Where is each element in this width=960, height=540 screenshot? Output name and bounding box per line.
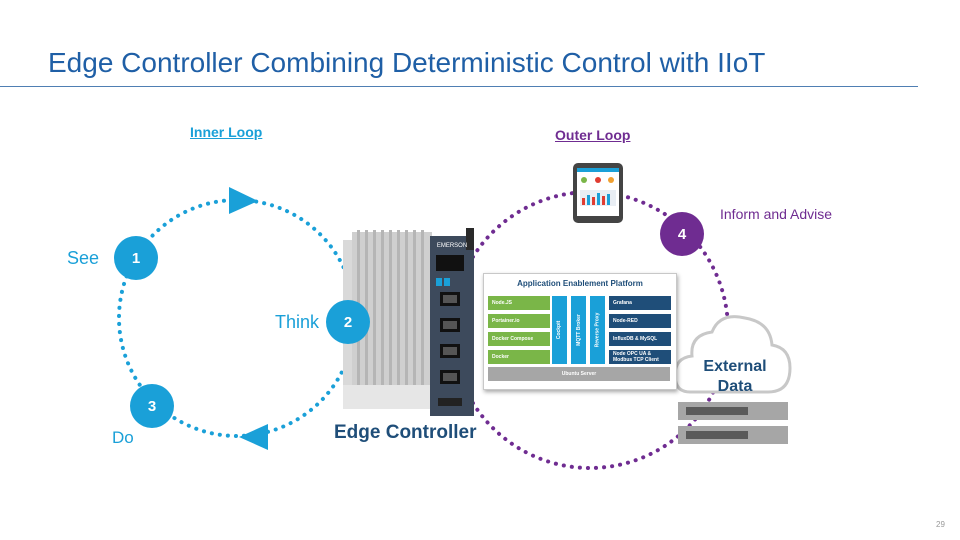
server-rack-icon xyxy=(678,402,788,444)
step-3-badge: 3 xyxy=(130,384,174,428)
tablet-icon xyxy=(573,163,623,223)
external-data-label: External Data xyxy=(690,357,780,397)
external-data-line-2: Data xyxy=(717,378,753,395)
step-4-badge: 4 xyxy=(660,212,704,256)
outer-loop-heading: Outer Loop xyxy=(555,127,631,143)
slide-title: Edge Controller Combining Deterministic … xyxy=(48,47,766,78)
platform-item: Portainer.io xyxy=(488,314,550,328)
application-enablement-platform: Application Enablement Platform Node.JS … xyxy=(483,273,677,390)
page-number: 29 xyxy=(936,520,945,529)
platform-item: Docker Compose xyxy=(488,332,550,346)
see-label: See xyxy=(67,248,100,268)
platform-item: Node-RED xyxy=(609,314,671,328)
platform-title: Application Enablement Platform xyxy=(517,279,643,288)
inner-loop-heading: Inner Loop xyxy=(190,124,263,140)
platform-item: Grafana xyxy=(609,296,671,310)
device-brand-label: EMERSON xyxy=(437,243,467,249)
platform-base: Ubuntu Server xyxy=(488,367,670,381)
platform-item-vertical: Reverse Proxy xyxy=(590,296,605,364)
external-data-line-1: External xyxy=(703,358,767,375)
edge-controller-label: Edge Controller xyxy=(334,422,477,443)
platform-item: InfluxDB & MySQL xyxy=(609,332,671,346)
platform-item: Node.JS xyxy=(488,296,550,310)
platform-item-vertical: Cockpit xyxy=(552,296,567,364)
do-label: Do xyxy=(112,428,134,447)
title-divider xyxy=(0,86,918,87)
step-2-badge: 2 xyxy=(326,300,370,344)
inform-advise-label: Inform and Advise xyxy=(720,206,833,222)
platform-item: Node OPC UA & Modbus TCP Client xyxy=(609,350,671,364)
think-label: Think xyxy=(275,312,320,332)
step-1-badge: 1 xyxy=(114,236,158,280)
inner-top-arrow-icon xyxy=(229,187,258,214)
platform-item-vertical: MQTT Broker xyxy=(571,296,586,364)
inner-bottom-arrow-icon xyxy=(239,424,268,450)
platform-item: Docker xyxy=(488,350,550,364)
